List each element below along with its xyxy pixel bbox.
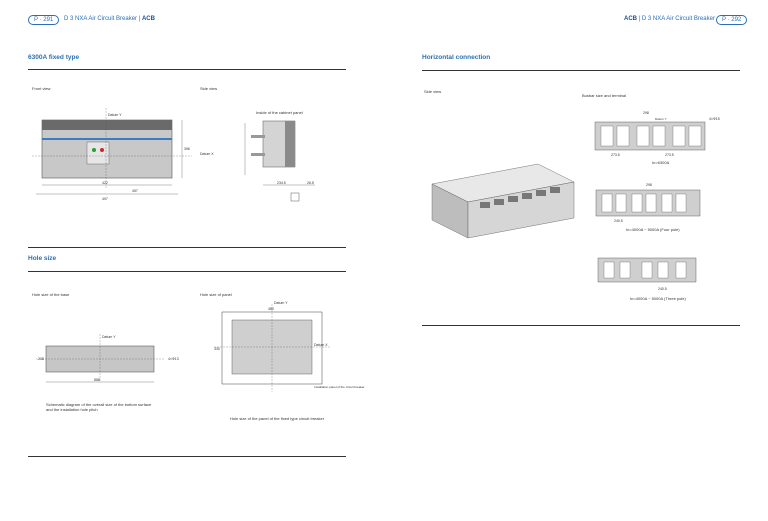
side-terminal [251,135,265,138]
side-dim-d1: 234.5 [277,181,286,185]
busbar-caption-1: In=6300A [652,160,670,165]
section-title-fixed-type: 6300A fixed type [28,54,80,61]
base-dim-hole: 4×Φ13 [168,357,179,361]
isometric-breaker-drawing [431,163,575,239]
left-header-title: D 3 NXA Air Circuit Breaker | ACB [64,16,155,22]
panel-hole-drawing: 480 330 Datum Y Datum X Installation pan… [214,301,365,392]
label-hole-panel: Hole size of panel [200,292,232,297]
busbar-diagram-three-pole: 240.5 [597,257,697,291]
front-dim-h: 396 [184,147,190,151]
bus-dim-d: 273.5 [611,153,620,157]
section-rule [422,325,740,326]
label-cabinet-panel: Inside of the cabinet panel [256,110,303,115]
control-panel [86,141,110,165]
bus-dim-g: 240.5 [658,287,667,291]
side-terminal [251,153,265,156]
label-side-view-right: Side view [424,89,442,94]
section-title-hole-size: Hole size [28,255,57,262]
page-number-pill-right: P · 292 [716,15,748,25]
base-dim-w: 888 [94,378,100,382]
side-view-drawing: 234.5 26.5 [244,120,315,202]
bus-dim-a: 298 [643,111,649,115]
page-number-pill-left: P · 291 [28,15,60,25]
section-title-horizontal: Horizontal connection [422,54,491,61]
front-dim-w2: 457 [132,189,138,193]
side-dim-d2: 26.5 [307,181,314,185]
panel-datum-x: Datum X [314,343,328,347]
busbar-diagram-6300: 298 4×Φ15 273.5 273.5 Datum Y [594,111,720,157]
base-datum-y: Datum Y [102,335,116,339]
bus-dim-b: 298 [646,183,652,187]
bus-datum-y: Datum Y [655,117,667,121]
section-rule [28,247,346,248]
breaker-top-band [42,120,172,130]
panel-install-label: Installation panel of the circuit breake… [314,385,365,389]
bus-dim-f: 240.5 [614,219,623,223]
panel-dim-h: 330 [214,347,220,351]
panel-dim-w: 480 [268,307,274,311]
base-dim-h: 238 [38,357,44,361]
datum-x-label: Datum X [200,152,214,156]
breaker-blue-strip [42,138,172,140]
bus-dim-c: 4×Φ15 [709,117,720,121]
datum-y-label: Datum Y [108,113,122,117]
red-button-icon [100,148,104,152]
left-section-name: ACB [141,16,155,22]
busbar-caption-3: In=4000A ~ 5000A (Three pole) [630,296,686,301]
busbar-diagram-four-pole: 240.5 298 [595,183,701,223]
base-caption: Schematic diagram of the overall size of… [46,402,152,412]
front-dim-w1: 422 [102,181,108,185]
right-header-title: ACB | D 3 NXA Air Circuit Breaker [624,16,715,22]
label-front-view: Front view [32,86,51,91]
section-rule [28,69,346,70]
label-hole-base: Hole size of the base [32,292,70,297]
label-busbar-terminal: Busbar size and terminal [582,93,627,98]
front-view-drawing: 422 457 497 396 Datum Y Datum X [32,108,214,201]
right-section-name: ACB [624,16,637,22]
label-side-view-left: Side view [200,86,218,91]
left-product-name: D 3 NXA Air Circuit Breaker [64,16,138,22]
panel-caption: Hole size of the panel of the fixed type… [230,416,325,421]
busbar-caption-2: In=4000A ~ 5000A (Four pole) [626,227,680,232]
section-rule [28,456,346,457]
section-rule [28,271,346,272]
front-dim-w3: 497 [102,197,108,201]
base-hole-drawing: 888 238 4×Φ13 Datum Y [36,334,179,383]
panel-datum-y: Datum Y [274,301,288,305]
bus-dim-e: 273.5 [665,153,674,157]
section-rule [422,70,740,71]
right-product-name: D 3 NXA Air Circuit Breaker [641,16,715,22]
green-button-icon [92,148,96,152]
